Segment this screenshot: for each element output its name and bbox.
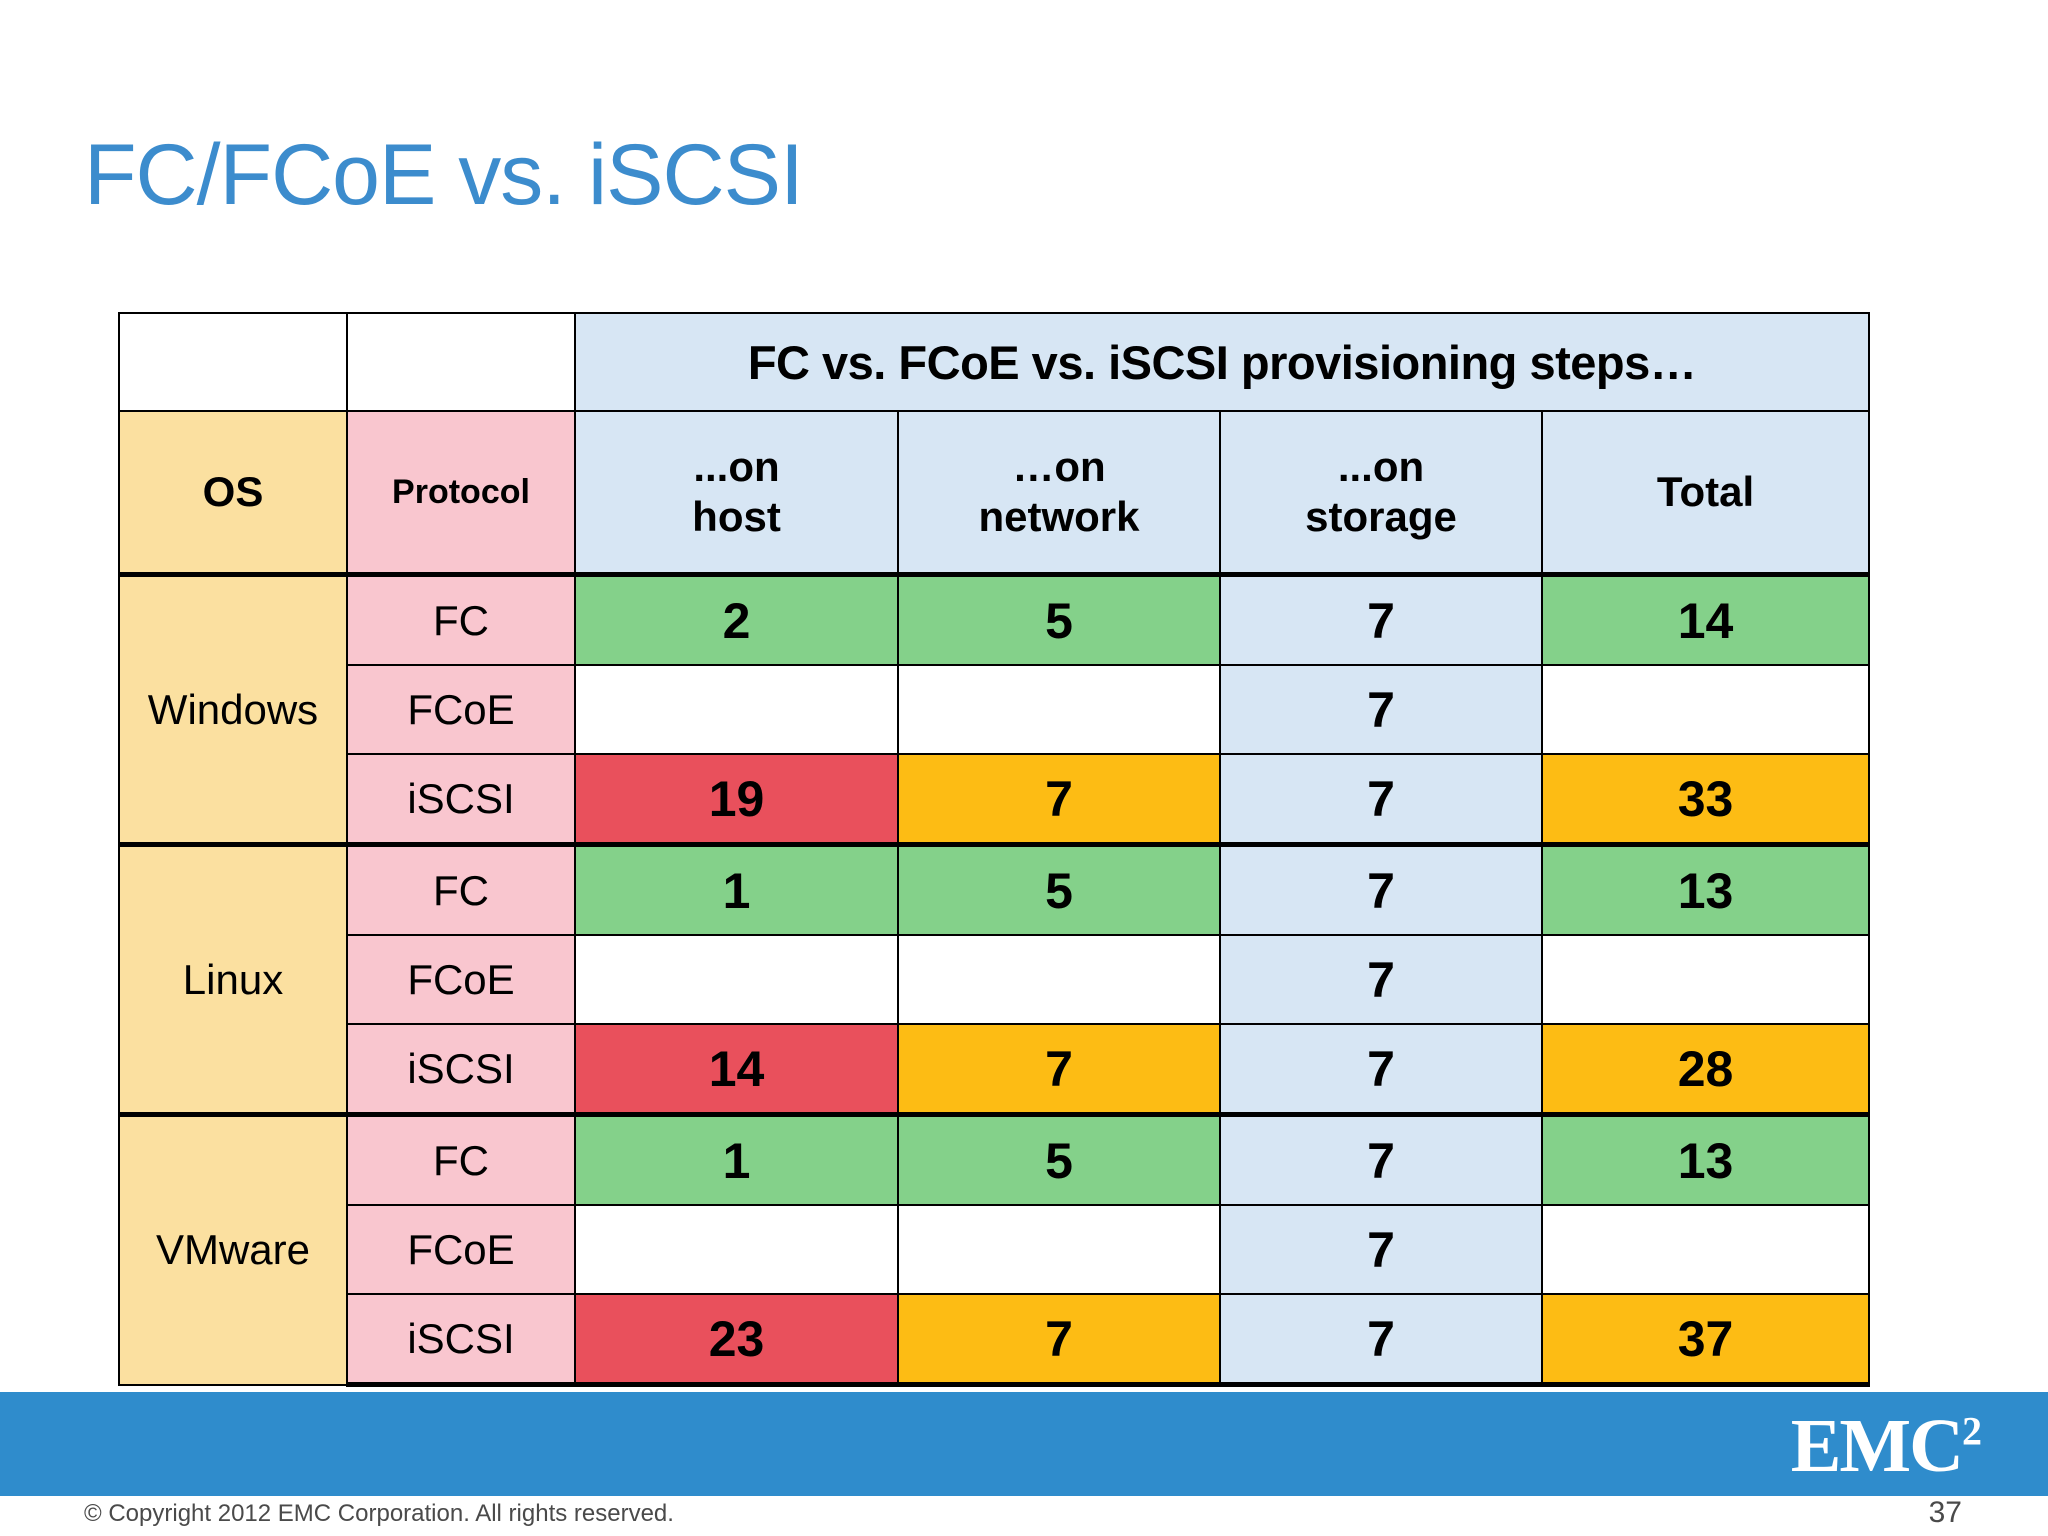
- protocol-cell: iSCSI: [346, 1293, 576, 1387]
- footer-bar: [0, 1392, 2048, 1496]
- table-body: FC vs. FCoE vs. iSCSI provisioning steps…: [118, 312, 1871, 1387]
- network-steps-cell: 5: [897, 572, 1221, 666]
- storage-steps-cell: 7: [1219, 753, 1543, 846]
- total-steps-cell: 37: [1540, 1293, 1871, 1387]
- column-header-storage: ...on storage: [1219, 410, 1543, 576]
- column-header-protocol: Protocol: [346, 410, 576, 576]
- column-header-host-line1: ...on: [693, 443, 780, 491]
- emc-logo-superscript: 2: [1962, 1408, 1982, 1454]
- protocol-cell: FCoE: [346, 1204, 576, 1295]
- table-row: FCoE 7: [119, 664, 1871, 755]
- total-steps-cell: 28: [1540, 1023, 1871, 1116]
- storage-steps-cell: 7: [1219, 1112, 1543, 1206]
- protocol-cell: iSCSI: [346, 1023, 576, 1116]
- page-number: 37: [1928, 1496, 1962, 1529]
- total-steps-cell: 33: [1540, 753, 1871, 846]
- table-header-row: OS Protocol ...on host …on network ...on…: [118, 410, 1871, 576]
- storage-steps-cell: 7: [1219, 1293, 1543, 1387]
- protocol-cell: FCoE: [346, 664, 576, 755]
- column-header-os: OS: [118, 410, 348, 576]
- column-header-storage-line1: ...on: [1337, 443, 1425, 491]
- emc-logo: EMC2: [1791, 1408, 1982, 1484]
- total-steps-cell: 13: [1540, 842, 1871, 936]
- column-header-total: Total: [1540, 410, 1871, 576]
- host-steps-cell: [574, 1204, 899, 1295]
- table-row: FCoE 7: [119, 1204, 1871, 1295]
- network-steps-cell: 7: [897, 1293, 1221, 1387]
- host-steps-cell: 19: [574, 753, 899, 846]
- total-steps-cell: 13: [1540, 1112, 1871, 1206]
- host-steps-cell: 1: [574, 842, 899, 936]
- protocol-cell: FC: [346, 1112, 576, 1206]
- empty-corner-protocol: [346, 312, 576, 412]
- column-header-network-line2: network: [978, 493, 1140, 540]
- storage-steps-cell: 7: [1219, 934, 1543, 1025]
- storage-steps-cell: 7: [1219, 842, 1543, 936]
- storage-steps-cell: 7: [1219, 572, 1543, 666]
- comparison-table: FC vs. FCoE vs. iSCSI provisioning steps…: [118, 312, 1871, 1387]
- empty-corner-os: [118, 312, 348, 412]
- network-steps-cell: 5: [897, 1112, 1221, 1206]
- storage-steps-cell: 7: [1219, 1204, 1543, 1295]
- total-steps-cell: [1540, 1204, 1871, 1295]
- host-steps-cell: 23: [574, 1293, 899, 1387]
- host-steps-cell: [574, 934, 899, 1025]
- os-group-cell: Windows: [118, 572, 348, 846]
- column-header-storage-line2: storage: [1305, 493, 1457, 540]
- copyright-notice: © Copyright 2012 EMC Corporation. All ri…: [84, 1500, 674, 1527]
- network-steps-cell: [897, 1204, 1221, 1295]
- os-group-cell: VMware: [118, 1112, 348, 1386]
- host-steps-cell: [574, 664, 899, 755]
- column-header-host-line2: host: [692, 493, 781, 540]
- protocol-cell: FC: [346, 842, 576, 936]
- column-header-network-line1: …on: [1012, 443, 1106, 491]
- column-header-host: ...on host: [574, 410, 899, 576]
- network-steps-cell: 5: [897, 842, 1221, 936]
- network-steps-cell: [897, 934, 1221, 1025]
- column-header-network: …on network: [897, 410, 1221, 576]
- table-banner-title: FC vs. FCoE vs. iSCSI provisioning steps…: [573, 312, 1871, 412]
- network-steps-cell: 7: [897, 753, 1221, 846]
- emc-logo-text: EMC: [1790, 1404, 1964, 1488]
- os-group-cell: Linux: [118, 842, 348, 1116]
- storage-steps-cell: 7: [1219, 1023, 1543, 1116]
- network-steps-cell: [897, 664, 1221, 755]
- total-steps-cell: 14: [1540, 572, 1871, 666]
- page-title: FC/FCoE vs. iSCSI: [84, 127, 804, 223]
- storage-steps-cell: 7: [1219, 664, 1543, 755]
- host-steps-cell: 2: [574, 572, 899, 666]
- table-row: FCoE 7: [119, 934, 1871, 1025]
- table-banner-row: FC vs. FCoE vs. iSCSI provisioning steps…: [118, 312, 1871, 412]
- network-steps-cell: 7: [897, 1023, 1221, 1116]
- protocol-cell: FC: [346, 572, 576, 666]
- total-steps-cell: [1540, 934, 1871, 1025]
- total-steps-cell: [1540, 664, 1871, 755]
- host-steps-cell: 14: [574, 1023, 899, 1116]
- protocol-cell: iSCSI: [346, 753, 576, 846]
- provisioning-steps-table: FC vs. FCoE vs. iSCSI provisioning steps…: [118, 312, 1871, 1387]
- host-steps-cell: 1: [574, 1112, 899, 1206]
- protocol-cell: FCoE: [346, 934, 576, 1025]
